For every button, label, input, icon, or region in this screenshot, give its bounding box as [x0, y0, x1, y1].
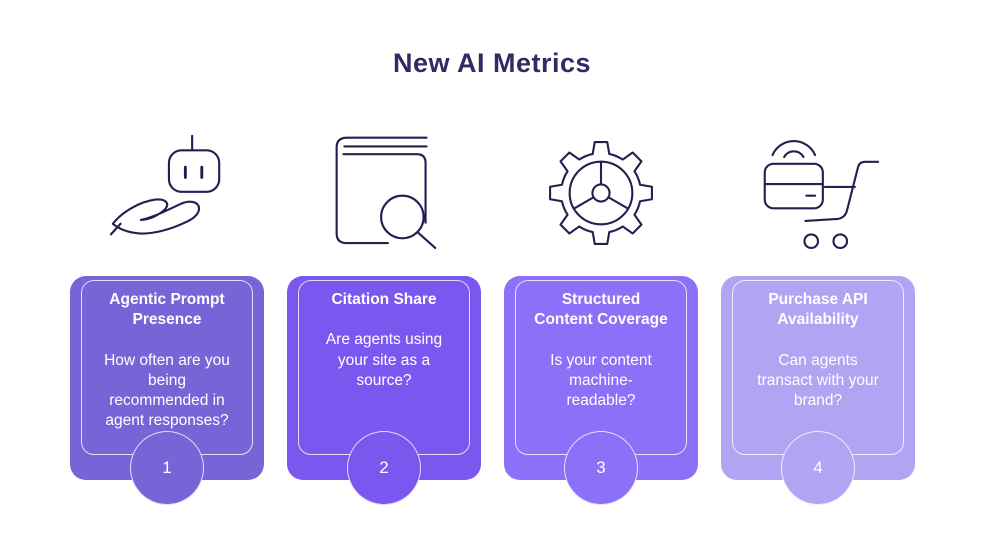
step-number: 2	[379, 458, 389, 477]
metric-card: Structured Content Coverage Is your cont…	[504, 276, 698, 505]
metric-card: Agentic Prompt Presence How often are yo…	[70, 276, 264, 505]
card-content: Citation Share Are agents using your sit…	[287, 276, 481, 391]
gear-icon	[504, 128, 698, 276]
card-title: Agentic Prompt Presence	[109, 291, 225, 329]
card-content: Agentic Prompt Presence How often are yo…	[70, 276, 264, 431]
metrics-row: Agentic Prompt Presence How often are yo…	[70, 128, 915, 505]
card-content: Purchase API Availability Can agents tra…	[721, 276, 915, 411]
robot-in-hand-icon	[70, 128, 264, 276]
step-number: 3	[596, 458, 606, 477]
card-title: Purchase API Availability	[768, 291, 868, 329]
step-number-badge: 3	[564, 431, 638, 505]
card-description: Are agents using your site as a source?	[325, 331, 443, 389]
step-number-badge: 4	[781, 431, 855, 505]
metric-card: Citation Share Are agents using your sit…	[287, 276, 481, 505]
step-number: 4	[813, 458, 823, 477]
metric-column-2: Citation Share Are agents using your sit…	[287, 128, 481, 505]
card-title: Citation Share	[331, 291, 437, 308]
card-content: Structured Content Coverage Is your cont…	[504, 276, 698, 411]
step-number-badge: 1	[130, 431, 204, 505]
card-description: How often are you being recommended in a…	[104, 351, 230, 430]
payment-card-cart-icon	[721, 128, 915, 276]
metric-column-1: Agentic Prompt Presence How often are yo…	[70, 128, 264, 505]
card-title: Structured Content Coverage	[534, 291, 668, 329]
card-description: Can agents transact with your brand?	[757, 351, 879, 410]
metric-card: Purchase API Availability Can agents tra…	[721, 276, 915, 505]
step-number-badge: 2	[347, 431, 421, 505]
page-title: New AI Metrics	[392, 48, 592, 78]
step-number: 1	[162, 458, 172, 477]
metric-column-4: Purchase API Availability Can agents tra…	[721, 128, 915, 505]
book-magnifier-icon	[287, 128, 481, 276]
metric-column-3: Structured Content Coverage Is your cont…	[504, 128, 698, 505]
card-description: Is your content machine- readable?	[550, 351, 652, 410]
